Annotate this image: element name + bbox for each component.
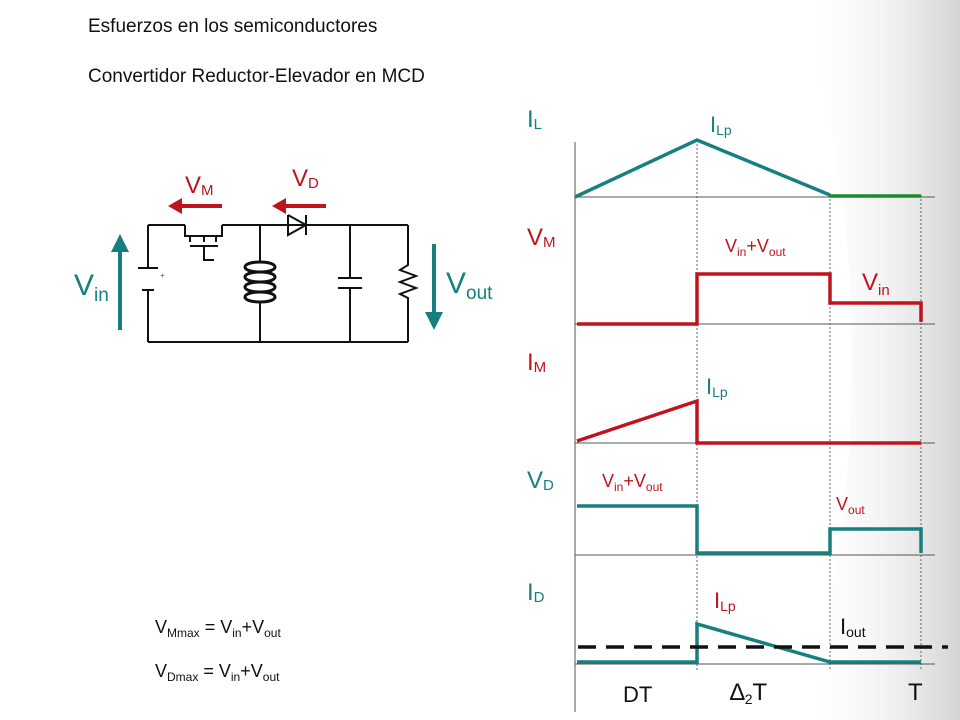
resistor-branch [397,225,419,342]
im-row-label: IM [527,349,546,376]
vm-waveform [577,272,923,326]
vin-arrowhead [111,234,129,252]
il-waveform [574,138,831,199]
slide-subtitle: Convertidor Reductor-Elevador en MCD [88,66,425,87]
vd-waveform [577,504,923,555]
il-row-label: IL [527,106,542,133]
ilp-label-id: ILp [714,588,736,614]
id-row-label: ID [527,579,545,606]
vd-arrowhead [272,198,286,214]
capacitor-branch [338,225,362,342]
vd-row-label: VD [527,467,554,494]
im-waveform [576,398,921,445]
ilp-label-im: ILp [706,374,728,400]
t-label: T [908,679,923,706]
vin-label: Vin [74,269,109,306]
vm-label: VM [185,172,214,199]
ilp-label-il: ILp [710,112,732,138]
diode-symbol [284,214,309,237]
vout-label-vd: Vout [836,494,865,517]
delta2t-label: ∆2T [730,679,767,707]
mosfet-symbol [184,225,223,261]
id-waveform [577,621,921,664]
vout-arrowhead [425,312,443,330]
vd-max-equation: VDmax = Vin+Vout [155,661,280,684]
dt-label: DT [623,682,652,707]
iout-label-id: Iout [840,614,866,640]
inductor-coil [243,260,277,304]
vout-label: Vout [446,267,493,304]
vm-arrowhead [168,198,182,214]
slide-title: Esfuerzos en los semiconductores [88,16,378,37]
vm-max-equation: VMmax = Vin+Vout [155,617,281,640]
vd-label: VD [292,165,319,192]
battery-symbol [138,267,158,291]
vin-label-vm: Vin [862,269,890,299]
vin-vout-label-vd: Vin+Vout [602,471,663,494]
vin-vout-label-vm: Vin+Vout [725,236,786,259]
vm-row-label: VM [527,224,556,251]
svg-text:+: + [160,271,165,280]
